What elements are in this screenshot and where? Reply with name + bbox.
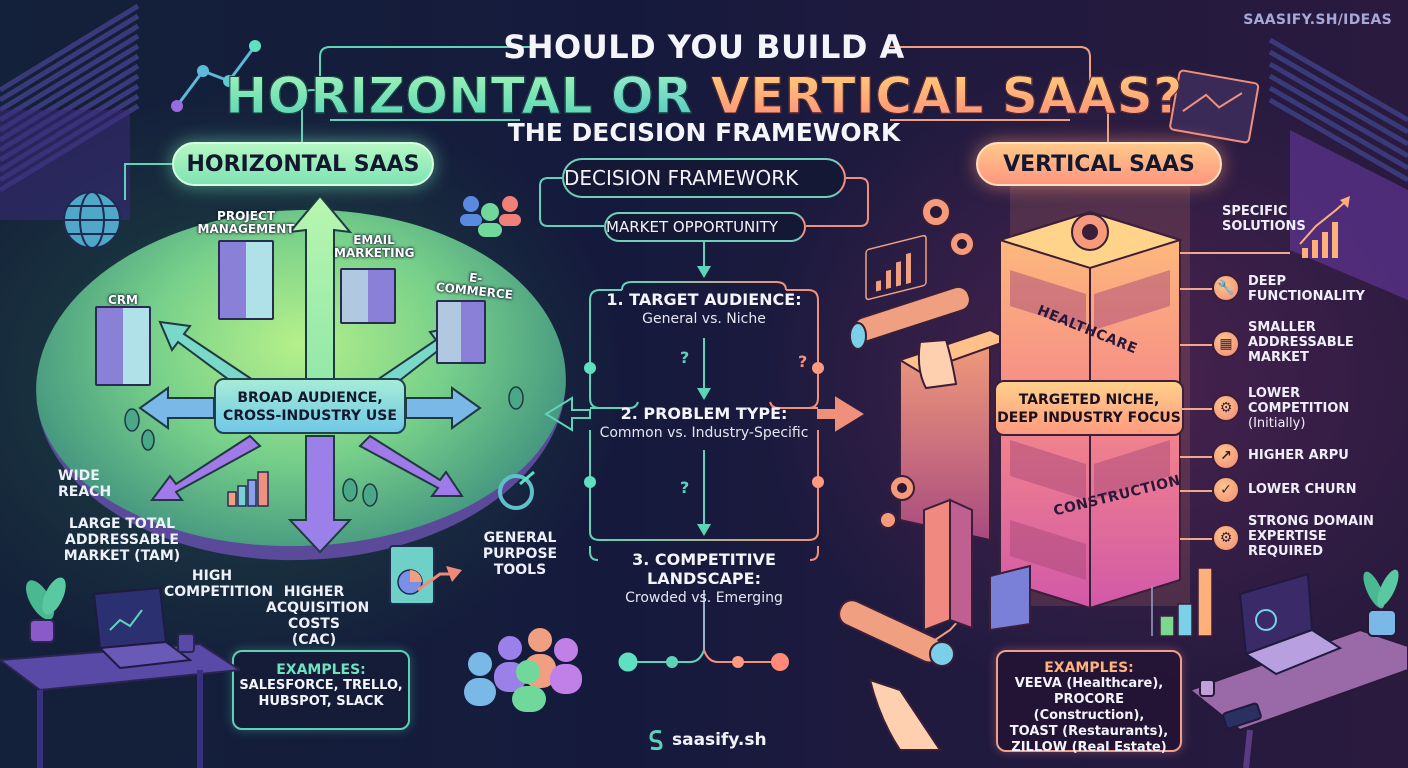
connector	[1180, 408, 1212, 410]
building-label-crm: CRM	[108, 293, 138, 307]
question-mark-green: ?	[680, 348, 690, 367]
question-mark-green-2: ?	[680, 478, 690, 497]
gear-icon: ⚙	[1212, 524, 1240, 552]
connector	[1180, 490, 1212, 492]
feature-smaller-addressable-market: ▦ SMALLER ADDRESSABLE MARKET	[1212, 320, 1354, 365]
title-horizontal-word: HORIZONTAL	[225, 67, 594, 126]
laptop-icon	[92, 586, 193, 670]
vertical-examples-box: EXAMPLES: VEEVA (Healthcare), PROCORE (C…	[996, 650, 1182, 755]
desk-scene-right	[1190, 569, 1408, 768]
building-label-email-marketing: EMAIL MARKETING	[334, 233, 415, 260]
horizontal-saas-pill: HORIZONTAL SAAS	[172, 142, 434, 186]
step-problem-type: 2. PROBLEM TYPE: Common vs. Industry-Spe…	[599, 404, 809, 441]
title-line-1: SHOULD YOU BUILD A	[503, 28, 905, 66]
check-icon: ✓	[1212, 476, 1240, 504]
small-plant-icon	[1199, 679, 1215, 697]
vertical-saas-pill: VERTICAL SAAS	[976, 142, 1222, 186]
horizontal-examples-box: EXAMPLES: SALESFORCE, TRELLO, HUBSPOT, S…	[232, 650, 410, 730]
window-blinds-right	[1268, 37, 1408, 183]
trait-high-competition: HIGH COMPETITION	[164, 568, 274, 600]
plant-icon	[1363, 569, 1399, 637]
feature-lower-competition: ⚙ LOWER COMPETITION (Initially)	[1212, 386, 1349, 431]
connector-line-left	[301, 46, 540, 142]
gears-small-icon: ⚙	[1212, 394, 1240, 422]
decision-framework-title: DECISION FRAMEWORK	[562, 158, 846, 198]
site-url-label: SAASIFY.SH/IDEAS	[1243, 12, 1392, 28]
phone-icon	[1222, 702, 1262, 730]
step-competitive-landscape: 3. COMPETITIVE LANDSCAPE: Crowded vs. Em…	[625, 550, 783, 606]
title-or-word: OR	[610, 67, 693, 126]
building-email-marketing	[340, 268, 396, 324]
connector	[1180, 252, 1290, 254]
feature-lower-churn: ✓ LOWER CHURN	[1212, 476, 1357, 504]
feature-higher-arpu: ↗ HIGHER ARPU	[1212, 442, 1349, 470]
trait-higher-cac: HIGHER ACQUISITION COSTS (CAC)	[266, 584, 370, 648]
connector	[1180, 456, 1212, 458]
plant-icon	[26, 577, 66, 643]
connector	[1180, 288, 1212, 290]
building-label-project-management: PROJECT MANAGEMENT	[197, 209, 295, 236]
building-crm	[95, 306, 151, 386]
connector	[1180, 344, 1212, 346]
trend-up-icon: ↗	[1212, 442, 1240, 470]
logo-text: saasify.sh	[672, 730, 767, 750]
saasify-logo[interactable]: saasify.sh	[646, 728, 767, 752]
title-vertical-word: VERTICAL SAAS?	[710, 67, 1183, 126]
desk-scene-left	[0, 577, 240, 768]
trait-general-purpose-tools: GENERAL PURPOSE TOOLS	[482, 530, 558, 578]
window-night-sky-right	[1290, 130, 1408, 300]
targeted-niche-box: TARGETED NICHE, DEEP INDUSTRY FOCUS	[994, 380, 1184, 436]
connector	[1180, 538, 1212, 540]
question-mark-orange: ?	[798, 352, 808, 371]
connector-line-right	[890, 46, 1109, 142]
building-project-management	[218, 240, 274, 320]
laptop-icon	[1238, 572, 1343, 676]
chart-card-icon	[1169, 69, 1260, 144]
subtitle: THE DECISION FRAMEWORK	[507, 118, 901, 147]
title-line-2: HORIZONTAL OR VERTICAL SAAS?	[0, 66, 1408, 126]
market-icon: ▦	[1212, 330, 1240, 358]
line-chart-icon	[171, 40, 261, 112]
trait-large-tam: LARGE TOTAL ADDRESSABLE MARKET (TAM)	[63, 516, 181, 564]
feature-specific-solutions: SPECIFIC SOLUTIONS	[1222, 204, 1306, 234]
wrench-icon: 🔧	[1212, 274, 1240, 302]
people-group-icon	[460, 196, 521, 237]
step-target-audience: 1. TARGET AUDIENCE: General vs. Niche	[606, 290, 802, 327]
saasify-s-icon	[649, 730, 663, 751]
examples-heading: EXAMPLES:	[1044, 660, 1134, 676]
globe-icon	[63, 191, 121, 249]
building-e-commerce	[436, 300, 486, 364]
market-opportunity-label: MARKET OPPORTUNITY	[604, 212, 806, 242]
trait-wide-reach: WIDE REACH	[58, 468, 112, 500]
feature-deep-functionality: 🔧 DEEP FUNCTIONALITY	[1212, 274, 1365, 304]
broad-audience-box: BROAD AUDIENCE, CROSS-INDUSTRY USE	[214, 378, 406, 434]
mug-icon	[177, 633, 195, 653]
feature-domain-expertise: ⚙ STRONG DOMAIN EXPERTISE REQUIRED	[1212, 514, 1374, 559]
examples-heading: EXAMPLES:	[276, 662, 366, 678]
